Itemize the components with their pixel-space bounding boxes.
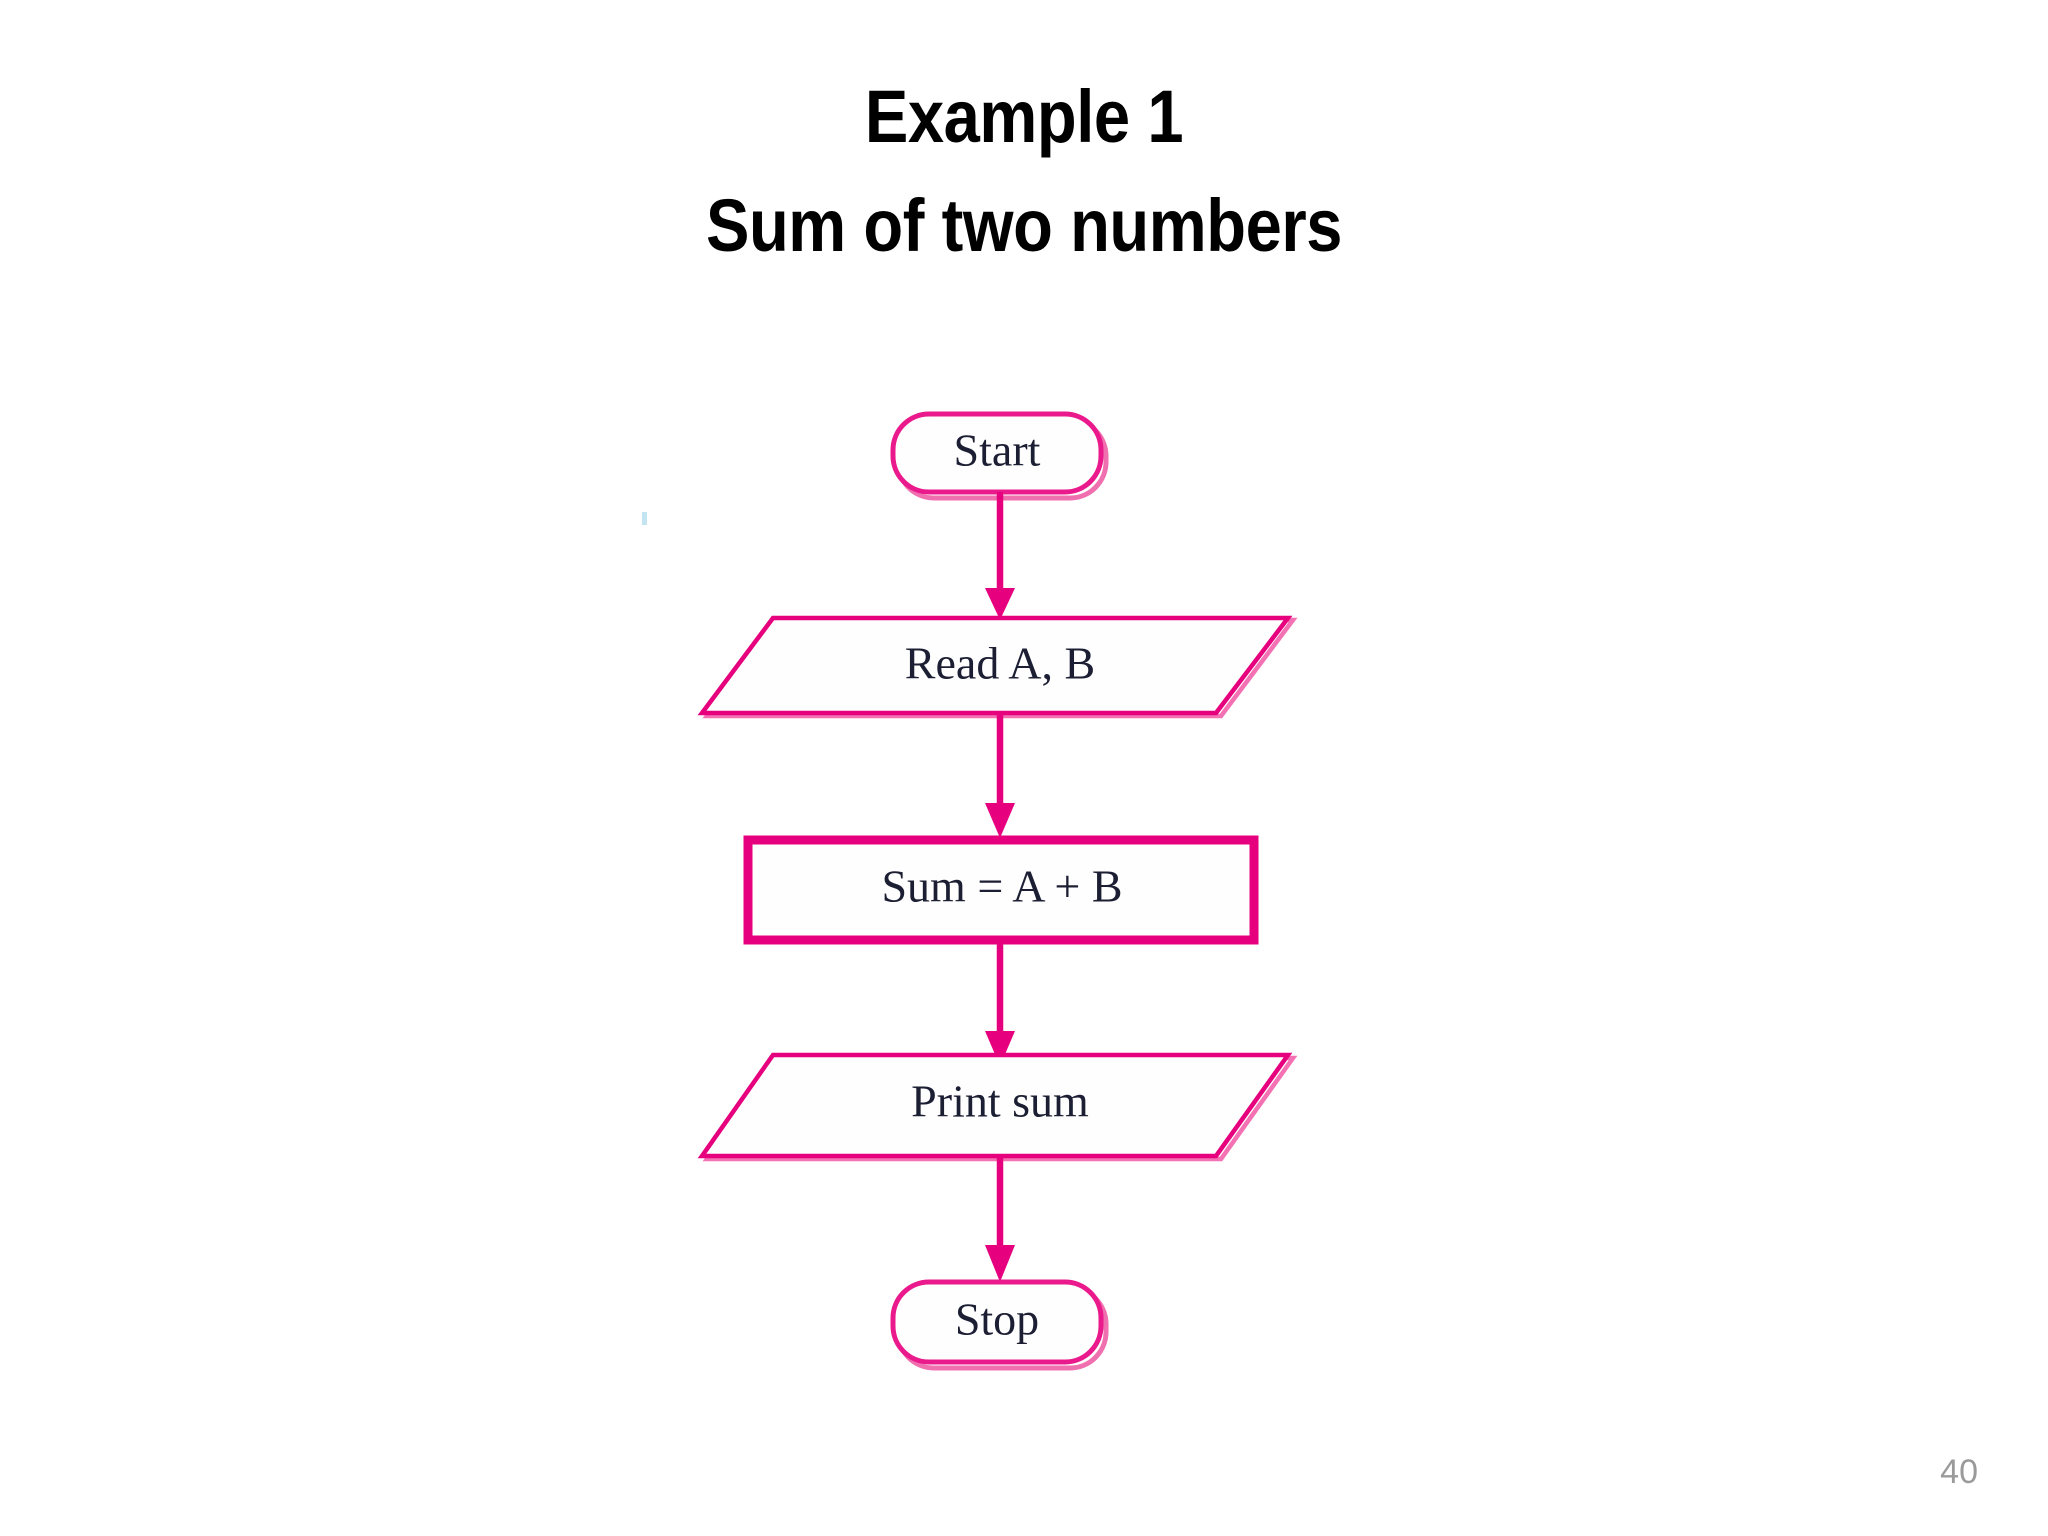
print-io-shape xyxy=(697,1052,1293,1159)
flow-node-stop[interactable]: Stop xyxy=(890,1279,1109,1371)
flow-node-compute[interactable]: Sum = A + B xyxy=(743,835,1259,945)
edge-start-read-arrowhead xyxy=(985,588,1015,620)
flow-node-start[interactable]: Start xyxy=(890,411,1109,501)
flow-edge-print-to-stop xyxy=(985,1156,1015,1282)
flow-node-stop-label: Stop xyxy=(955,1294,1039,1345)
scan-artifact-speck xyxy=(642,512,647,525)
page-number: 40 xyxy=(1940,1453,1978,1491)
edge-read-compute-arrowhead xyxy=(985,803,1015,838)
flow-node-compute-label: Sum = A + B xyxy=(881,861,1122,912)
flow-node-start-label: Start xyxy=(954,425,1041,476)
page-title: Example 1 Sum of two numbers xyxy=(123,70,1925,273)
compute-process-shape xyxy=(743,835,1259,945)
page-title-line-1: Example 1 xyxy=(864,75,1184,158)
page-title-subtitle: Sum of two numbers xyxy=(705,183,1343,267)
flow-node-read[interactable]: Read A, B xyxy=(697,615,1298,719)
edge-compute-print-arrowhead xyxy=(985,1031,1015,1066)
flow-node-print[interactable]: Print sum xyxy=(697,1052,1298,1162)
flow-node-print-label: Print sum xyxy=(911,1076,1089,1127)
read-io-shape xyxy=(697,615,1293,716)
flow-edge-read-to-compute xyxy=(985,713,1015,838)
flow-edge-compute-to-print xyxy=(985,944,1015,1066)
stop-terminal-shape xyxy=(890,1279,1104,1365)
flow-node-read-label: Read A, B xyxy=(905,638,1095,689)
edge-print-stop-arrowhead xyxy=(985,1245,1015,1282)
flow-edge-start-to-read xyxy=(985,492,1015,620)
